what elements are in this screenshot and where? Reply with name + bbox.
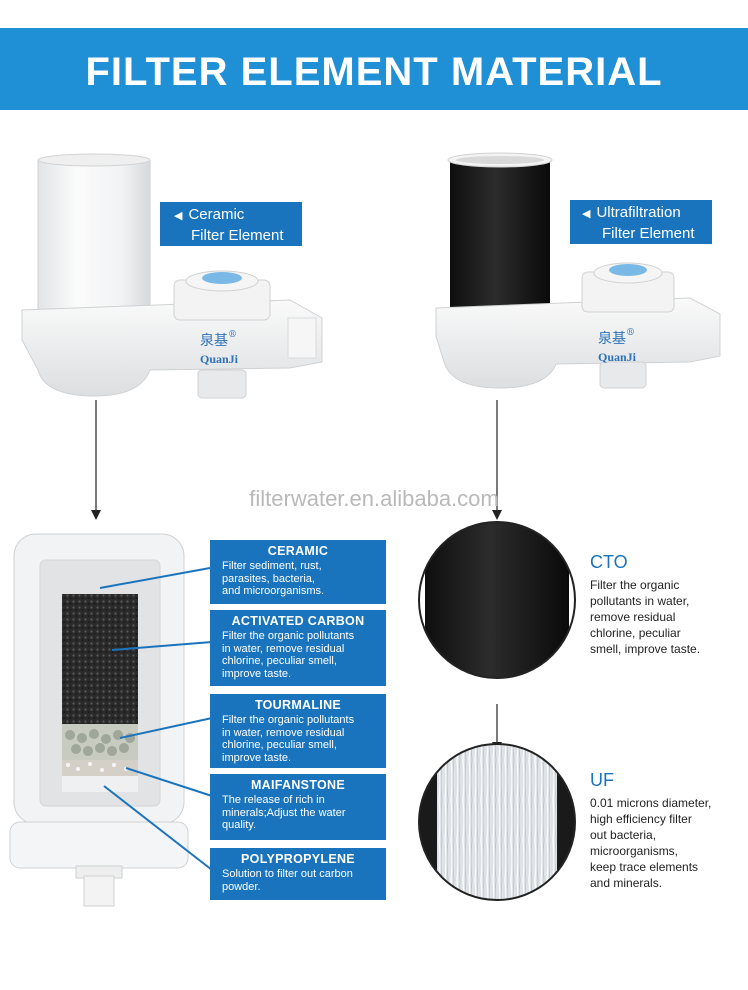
page-title: FILTER ELEMENT MATERIAL [85, 50, 663, 94]
ceramic-faucet-filter [21, 153, 323, 399]
layer-maifanstone: MAIFANSTONE The release of rich in miner… [210, 774, 386, 840]
uf-closeup [419, 744, 575, 900]
uf-title: UF [590, 770, 614, 790]
arrow-down-left-icon [91, 400, 101, 520]
layer-pointers [99, 567, 213, 871]
uf-info: UF 0.01 microns diameter, high efficienc… [590, 770, 740, 891]
watermark: filterwater.en.alibaba.com [249, 486, 499, 511]
layer-activated-carbon: ACTIVATED CARBON Filter the organic poll… [210, 610, 386, 686]
ceramic-cartridge-cutaway [9, 533, 189, 907]
brand-label-left: 泉基® QuanJi [200, 330, 239, 366]
cto-description: Filter the organic pollutants in water, … [590, 578, 701, 656]
cto-title: CTO [590, 552, 628, 572]
cto-info: CTO Filter the organic pollutants in wat… [590, 552, 740, 657]
layer-polypropylene: POLYPROPYLENE Solution to filter out car… [210, 848, 386, 900]
uf-description: 0.01 microns diameter, high efficiency f… [590, 796, 712, 890]
header-banner [0, 28, 748, 110]
layer-ceramic: CERAMIC Filter sediment, rust, parasites… [210, 540, 386, 604]
uf-callout: ◀Ultrafiltration Filter Element [570, 200, 712, 244]
triangle-left-icon: ◀ [582, 208, 591, 220]
triangle-left-icon: ◀ [174, 210, 183, 222]
arrow-down-right-icon [492, 400, 502, 520]
ceramic-callout: ◀Ceramic Filter Element [160, 202, 302, 246]
brand-label-right: 泉基® QuanJi [598, 328, 637, 364]
cto-closeup [419, 522, 575, 678]
uf-faucet-filter [435, 152, 721, 389]
layer-tourmaline: TOURMALINE Filter the organic pollutants… [210, 694, 386, 768]
